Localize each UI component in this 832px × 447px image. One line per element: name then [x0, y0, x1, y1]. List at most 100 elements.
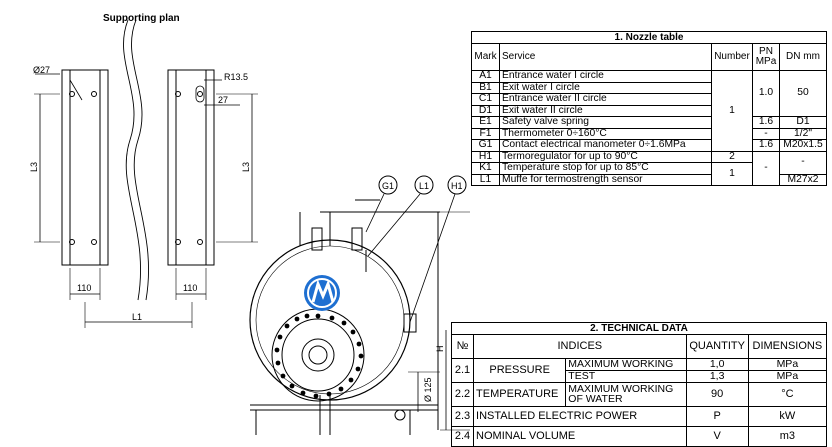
dim-r13-5: R13.5	[224, 72, 248, 82]
dim-h: H	[435, 346, 445, 353]
quantity-cell: P	[685, 406, 749, 427]
sub-index-cell: MAXIMUM WORKING	[565, 358, 687, 371]
service-cell: Entrance water I circle	[499, 70, 712, 83]
callout-h1: H1	[451, 181, 463, 191]
mark-cell: L1	[471, 173, 500, 186]
sub-index-cell: TEST	[565, 370, 687, 383]
mark-cell: B1	[471, 81, 500, 94]
mark-cell: K1	[471, 162, 500, 175]
table-row: E1 Safety valve spring 1.6 D1	[471, 116, 827, 129]
service-cell: Safety valve spring	[499, 116, 712, 129]
index-cell: NOMINAL VOLUME	[473, 426, 687, 447]
dimension-cell: °C	[747, 382, 828, 407]
left-support-leg	[34, 69, 109, 300]
dn-cell: 1/2"	[779, 127, 827, 140]
dn-cell: M20x1.5	[779, 139, 827, 152]
mark-cell: G1	[471, 139, 500, 152]
mark-cell: D1	[471, 104, 500, 117]
company-logo-icon	[304, 275, 340, 311]
service-cell: Thermometer 0÷160°C	[499, 127, 712, 140]
mark-cell: A1	[471, 70, 500, 83]
number-cell: 2	[711, 150, 753, 163]
dimension-cell: kW	[747, 406, 828, 427]
pn-cell: -	[752, 150, 780, 186]
table-row: A1 Entrance water I circle 1 1.0 50	[471, 70, 827, 152]
service-cell: Exit water I circle	[499, 81, 712, 94]
quantity-cell: 1,0	[685, 358, 749, 371]
header-indices: INDICES	[473, 334, 687, 359]
table-row: 2.4 NOMINAL VOLUME V m3	[450, 426, 828, 447]
quantity-cell: 1,3	[685, 370, 749, 383]
service-cell: Temperature stop for up to 85°C	[499, 162, 712, 175]
service-cell: Termoregulator for up to 90°C	[499, 150, 712, 163]
quantity-cell: 90	[685, 382, 749, 407]
dim-110-left: 110	[77, 283, 91, 293]
dn-cell: M27x2	[779, 173, 827, 186]
pn-cell: 1.6	[752, 116, 780, 129]
number-cell: 1	[711, 162, 753, 186]
service-cell: Contact electrical manometer 0÷1.6MPa	[499, 139, 712, 152]
header-num: №	[450, 334, 475, 359]
table-row: G1 Contact electrical manometer 0÷1.6MPa…	[471, 139, 827, 152]
mark-cell: E1	[471, 116, 500, 129]
callout-g1: G1	[382, 181, 394, 191]
table-row: TEST 1,3 MPa	[452, 370, 828, 383]
table-row: F1 Thermometer 0÷160°C - 1/2"	[471, 127, 827, 140]
header-dn: DN mm	[779, 43, 827, 71]
pn-cell: -	[752, 127, 780, 140]
index-cell: INSTALLED ELECTRIC POWER	[473, 406, 687, 427]
table-row: K1 Temperature stop for up to 85°C 1	[471, 162, 827, 186]
dim-phi125: Ø 125	[423, 377, 433, 402]
row-number: 2.4	[450, 426, 475, 447]
flange-bolt-holes	[274, 313, 364, 399]
table-row: 2.2 TEMPERATURE MAXIMUM WORKING OF WATER…	[450, 382, 828, 407]
dim-phi27: Ø27	[33, 65, 50, 75]
row-number: 2.2	[450, 382, 475, 407]
header-number: Number	[711, 43, 753, 71]
header-dimensions: DIMENSIONS	[747, 334, 828, 359]
right-support-leg	[167, 69, 258, 300]
dimension-cell: MPa	[747, 358, 828, 371]
dim-l3-right: L3	[241, 162, 251, 172]
table-row: L1 Muffe for termostrength sensor M27x2	[471, 173, 827, 186]
service-cell: Exit water II circle	[499, 104, 712, 117]
pn-cell: 1.0	[752, 70, 780, 117]
mark-cell: F1	[471, 127, 500, 140]
nozzle-table: 1. Nozzle table Mark Service Number PN M…	[471, 31, 827, 186]
pn-cell: 1.6	[752, 139, 780, 152]
dimension-cell: m3	[747, 426, 828, 447]
technical-data-table: 2. TECHNICAL DATA № INDICES QUANTITY DIM…	[450, 322, 828, 447]
dim-l3-left: L3	[29, 162, 39, 172]
row-number: 2.3	[450, 406, 475, 427]
sub-index-cell: MAXIMUM WORKING OF WATER	[565, 382, 687, 407]
index-cell: TEMPERATURE	[473, 382, 567, 407]
table-row: 2.1 PRESSURE MAXIMUM WORKING 1,0 MPa	[450, 358, 828, 383]
nozzle-table-title: 1. Nozzle table	[471, 31, 827, 44]
dn-cell: D1	[779, 116, 827, 129]
dim-110-right: 110	[183, 283, 197, 293]
header-mark: Mark	[471, 43, 500, 71]
table-row: 2.3 INSTALLED ELECTRIC POWER P kW	[450, 406, 828, 427]
header-service: Service	[499, 43, 712, 71]
header-pn: PN MPa	[752, 43, 780, 71]
row-number: 2.1	[450, 358, 475, 383]
dn-cell: -	[779, 150, 827, 175]
service-cell: Muffe for termostrength sensor	[499, 173, 712, 186]
mark-cell: H1	[471, 150, 500, 163]
service-cell: Entrance water II circle	[499, 93, 712, 106]
dn-cell: 50	[779, 70, 827, 117]
quantity-cell: V	[685, 426, 749, 447]
mark-cell: C1	[471, 93, 500, 106]
table-row: D1 Exit water II circle	[471, 104, 827, 117]
supporting-plan-label: Supporting plan	[103, 13, 180, 24]
header-quantity: QUANTITY	[685, 334, 749, 359]
tech-table-title: 2. TECHNICAL DATA	[451, 322, 827, 335]
index-cell: PRESSURE	[473, 358, 567, 383]
boiler-front-view	[249, 175, 470, 435]
table-row: H1 Termoregulator for up to 90°C 2 - -	[471, 150, 827, 186]
number-cell: 1	[711, 70, 753, 152]
callout-l1: L1	[419, 181, 429, 191]
dimension-cell: MPa	[747, 370, 828, 383]
dim-27: 27	[218, 95, 228, 105]
